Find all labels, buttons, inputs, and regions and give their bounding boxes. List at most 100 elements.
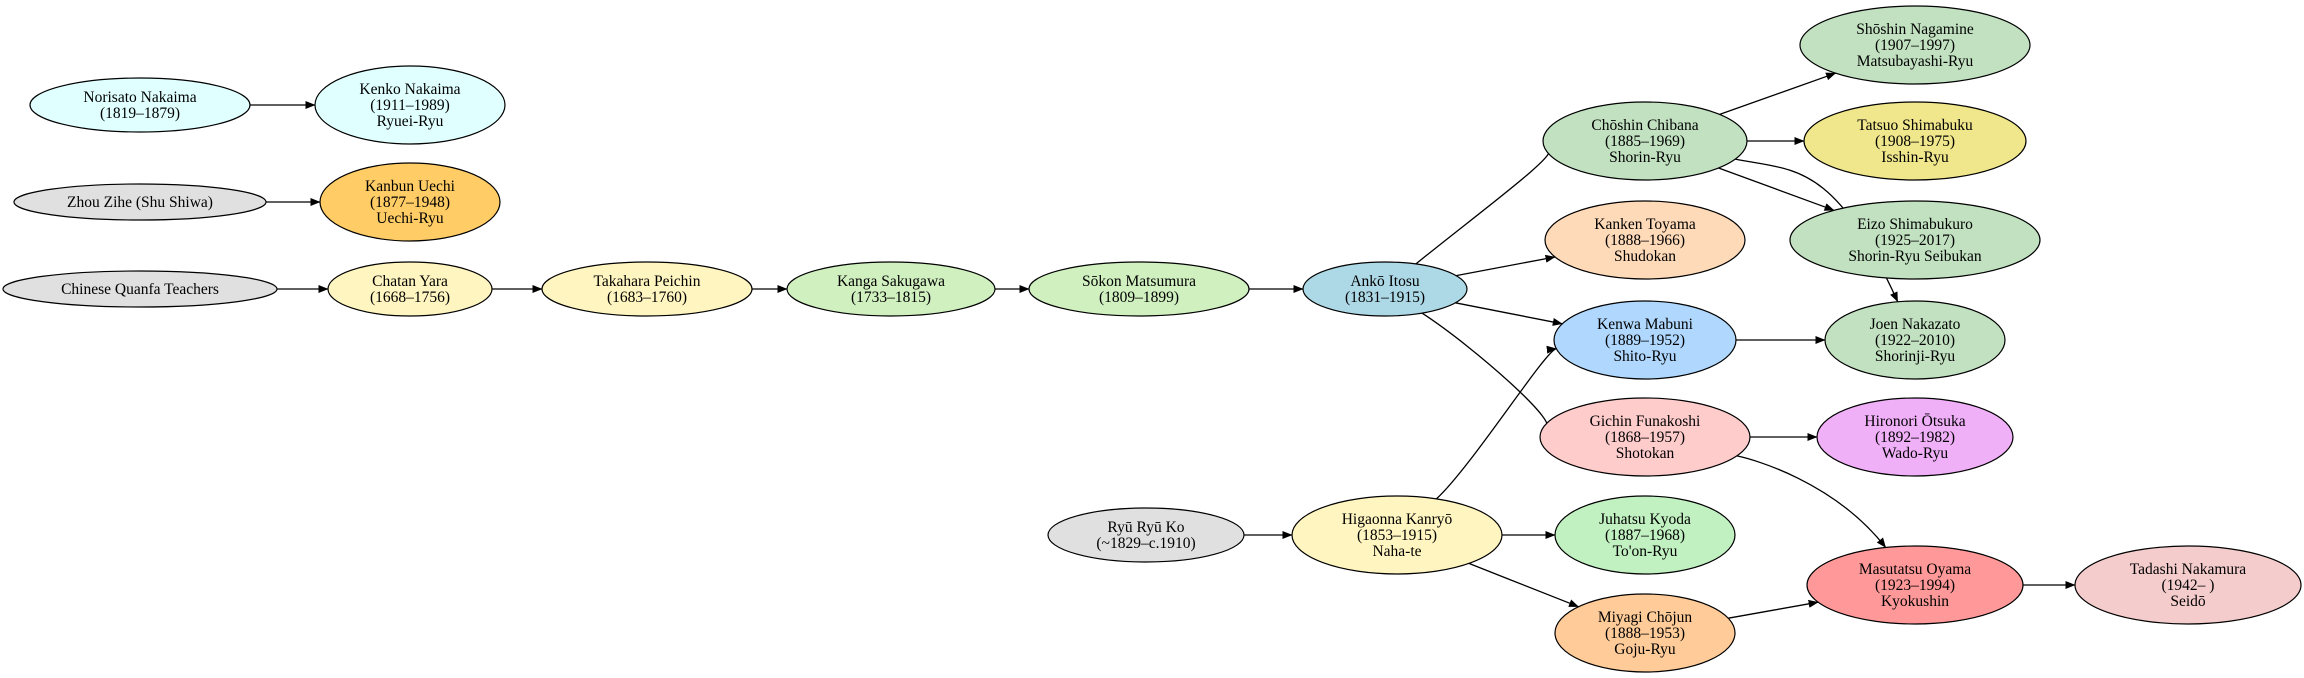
node-shape-norisato — [29, 77, 251, 133]
node-sokon: Sōkon Matsumura(1809–1899) — [1028, 261, 1250, 317]
node-joen: Joen Nakazato(1922–2010)Shorinji-Ryu — [1824, 300, 2006, 380]
node-eizo: Eizo Shimabukuro(1925–2017)Shorin-Ryu Se… — [1789, 200, 2041, 280]
edge-higaonna-to-kenwa — [1435, 345, 1557, 500]
node-shape-joen — [1824, 300, 2006, 380]
node-kanken: Kanken Toyama(1888–1966)Shudokan — [1544, 200, 1746, 280]
node-label-joen-line-0: Joen Nakazato — [1870, 316, 1961, 333]
node-label-higaonna-line-1: (1853–1915) — [1357, 527, 1437, 544]
node-kenwa: Kenwa Mabuni(1889–1952)Shito-Ryu — [1553, 300, 1737, 380]
node-label-kanken-line-0: Kanken Toyama — [1594, 216, 1696, 233]
node-kanga: Kanga Sakugawa(1733–1815) — [786, 261, 996, 317]
node-masutatsu: Masutatsu Oyama(1923–1994)Kyokushin — [1806, 545, 2024, 625]
node-label-gichin-line-1: (1868–1957) — [1605, 429, 1685, 446]
node-label-kanbun-line-2: Uechi-Ryu — [376, 210, 444, 227]
node-label-kanbun-line-1: (1877–1948) — [370, 194, 450, 211]
nodes-layer: Norisato Nakaima(1819–1879)Kenko Nakaima… — [2, 5, 2302, 673]
edge-gichin-to-masutatsu — [1736, 455, 1887, 548]
node-label-choshin-line-2: Shorin-Ryu — [1609, 149, 1681, 166]
node-label-higaonna-line-2: Naha-te — [1372, 543, 1421, 560]
node-label-tadashi-line-1: (1942– ) — [2162, 577, 2215, 594]
node-label-tatsuo-line-2: Isshin-Ryu — [1881, 149, 1949, 166]
node-label-tatsuo-line-1: (1908–1975) — [1875, 133, 1955, 150]
node-shape-tatsuo — [1803, 101, 2027, 181]
node-shape-masutatsu — [1806, 545, 2024, 625]
node-label-eizo-line-2: Shorin-Ryu Seibukan — [1848, 248, 1982, 265]
node-label-miyagi-line-2: Goju-Ryu — [1614, 641, 1676, 658]
node-shape-takahara — [541, 261, 753, 317]
node-shape-juhatsu — [1554, 495, 1736, 575]
node-zhou: Zhou Zihe (Shu Shiwa) — [13, 183, 267, 221]
node-label-kenwa-line-0: Kenwa Mabuni — [1597, 316, 1694, 333]
node-label-shoshin-line-1: (1907–1997) — [1875, 37, 1955, 54]
node-miyagi: Miyagi Chōjun(1888–1953)Goju-Ryu — [1554, 593, 1736, 673]
node-label-tadashi-line-0: Tadashi Nakamura — [2130, 561, 2247, 578]
node-label-shoshin-line-2: Matsubayashi-Ryu — [1857, 53, 1974, 70]
node-label-choshin-line-0: Chōshin Chibana — [1591, 117, 1698, 134]
edges-layer — [249, 72, 2076, 619]
node-shape-kanga — [786, 261, 996, 317]
node-tadashi: Tadashi Nakamura(1942– )Seidō — [2074, 545, 2302, 625]
node-ryuko: Ryū Ryū Ko(~1829–c.1910) — [1047, 507, 1245, 563]
node-chatan: Chatan Yara(1668–1756) — [327, 261, 493, 317]
node-label-sokon-line-1: (1809–1899) — [1099, 289, 1179, 306]
node-shape-ryuko — [1047, 507, 1245, 563]
node-quanfa: Chinese Quanfa Teachers — [2, 270, 278, 308]
node-label-kenwa-line-1: (1889–1952) — [1605, 332, 1685, 349]
node-label-kanken-line-2: Shudokan — [1614, 248, 1676, 265]
node-shape-chatan — [327, 261, 493, 317]
node-label-eizo-line-1: (1925–2017) — [1875, 232, 1955, 249]
node-label-kanga-line-1: (1733–1815) — [851, 289, 931, 306]
node-label-juhatsu-line-2: To'on-Ryu — [1613, 543, 1678, 560]
node-label-gichin-line-0: Gichin Funakoshi — [1590, 413, 1701, 430]
node-label-takahara-line-1: (1683–1760) — [607, 289, 687, 306]
node-gichin: Gichin Funakoshi(1868–1957)Shotokan — [1539, 397, 1751, 477]
node-shape-quanfa — [2, 270, 278, 308]
node-label-juhatsu-line-1: (1887–1968) — [1605, 527, 1685, 544]
node-label-quanfa-line-0: Chinese Quanfa Teachers — [61, 281, 219, 298]
node-label-joen-line-2: Shorinji-Ryu — [1875, 348, 1956, 365]
edge-miyagi-to-masutatsu — [1728, 599, 1819, 619]
node-label-choshin-line-1: (1885–1969) — [1605, 133, 1685, 150]
node-label-takahara-line-0: Takahara Peichin — [594, 273, 701, 290]
edge-anko-to-choshin — [1415, 145, 1556, 265]
node-label-masutatsu-line-0: Masutatsu Oyama — [1859, 561, 1971, 578]
node-label-kanbun-line-0: Kanbun Uechi — [365, 178, 456, 195]
node-shoshin: Shōshin Nagamine(1907–1997)Matsubayashi-… — [1799, 5, 2031, 85]
node-label-kenwa-line-2: Shito-Ryu — [1613, 348, 1676, 365]
node-label-anko-line-1: (1831–1915) — [1345, 289, 1425, 306]
node-label-hironori-line-2: Wado-Ryu — [1882, 445, 1948, 462]
node-label-anko-line-0: Ankō Itosu — [1350, 273, 1420, 290]
node-shape-zhou — [13, 183, 267, 221]
edge-anko-to-kanken — [1456, 254, 1556, 277]
node-shape-kanken — [1544, 200, 1746, 280]
node-label-kenko-line-2: Ryuei-Ryu — [377, 113, 444, 130]
node-label-miyagi-line-1: (1888–1953) — [1605, 625, 1685, 642]
node-label-tatsuo-line-0: Tatsuo Shimabuku — [1857, 117, 1973, 134]
node-juhatsu: Juhatsu Kyoda(1887–1968)To'on-Ryu — [1554, 495, 1736, 575]
node-label-juhatsu-line-0: Juhatsu Kyoda — [1599, 511, 1691, 528]
node-higaonna: Higaonna Kanryō(1853–1915)Naha-te — [1291, 495, 1503, 575]
node-anko: Ankō Itosu(1831–1915) — [1302, 261, 1468, 317]
node-label-shoshin-line-0: Shōshin Nagamine — [1856, 21, 1974, 38]
node-shape-kanbun — [319, 162, 501, 242]
node-takahara: Takahara Peichin(1683–1760) — [541, 261, 753, 317]
edge-choshin-to-shoshin — [1719, 72, 1837, 116]
node-label-zhou-line-0: Zhou Zihe (Shu Shiwa) — [67, 194, 213, 211]
node-label-norisato-line-1: (1819–1879) — [100, 105, 180, 122]
node-label-masutatsu-line-2: Kyokushin — [1881, 593, 1949, 610]
node-label-tadashi-line-2: Seidō — [2170, 593, 2206, 610]
node-label-ryuko-line-1: (~1829–c.1910) — [1096, 535, 1195, 552]
node-label-sokon-line-0: Sōkon Matsumura — [1082, 273, 1196, 290]
node-kenko: Kenko Nakaima(1911–1989)Ryuei-Ryu — [314, 65, 506, 145]
edge-anko-to-gichin — [1421, 312, 1554, 433]
node-shape-choshin — [1542, 101, 1748, 181]
node-label-eizo-line-0: Eizo Shimabukuro — [1857, 216, 1973, 233]
node-shape-shoshin — [1799, 5, 2031, 85]
node-label-chatan-line-0: Chatan Yara — [372, 273, 448, 290]
node-label-miyagi-line-0: Miyagi Chōjun — [1598, 609, 1693, 626]
node-shape-sokon — [1028, 261, 1250, 317]
node-kanbun: Kanbun Uechi(1877–1948)Uechi-Ryu — [319, 162, 501, 242]
node-label-chatan-line-1: (1668–1756) — [370, 289, 450, 306]
node-shape-higaonna — [1291, 495, 1503, 575]
